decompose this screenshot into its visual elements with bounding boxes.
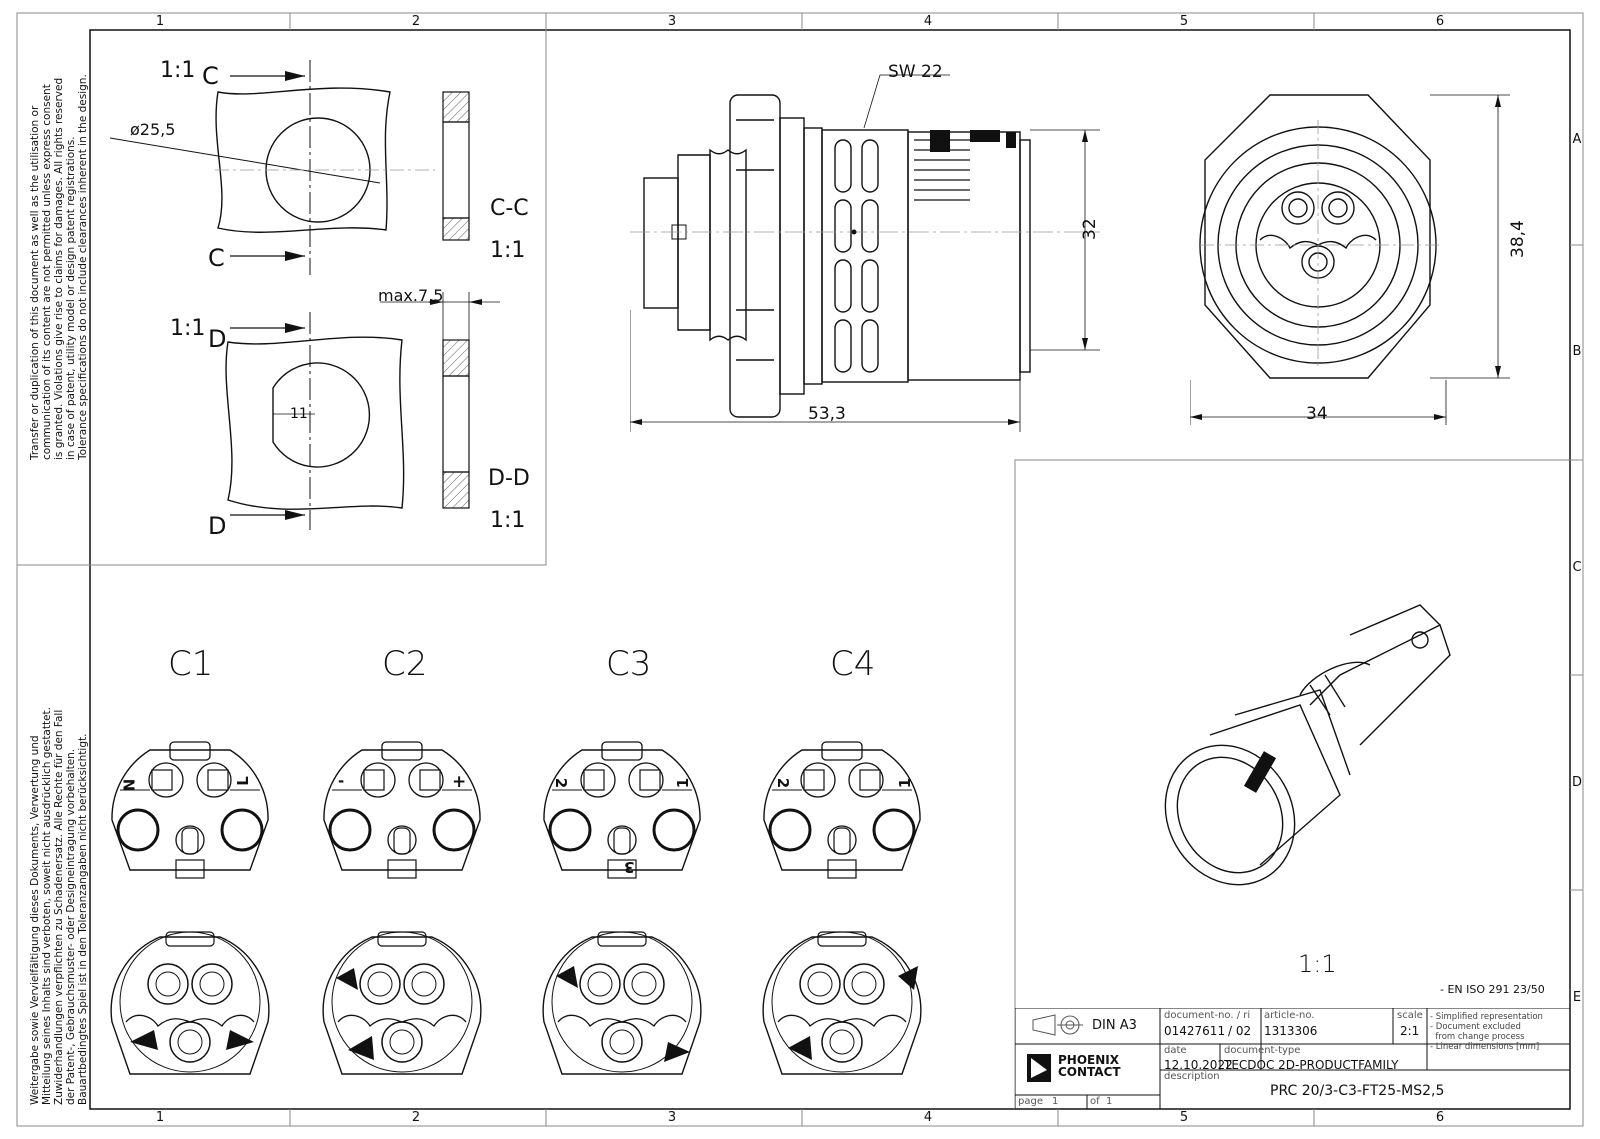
grid-row-d: D [1571,775,1582,790]
grid-row-e: E [1572,990,1582,1005]
c2-pin-left-label: - [338,772,345,790]
c4-pin-left-label: 2 [774,777,793,789]
paper-format: DIN A3 [1092,1018,1137,1033]
side-length-dimension: 53,3 [808,404,846,424]
article-no-label: article-no. [1264,1010,1315,1021]
grid-col-5-bottom: 5 [1179,1110,1189,1125]
section-d-scale: 1:1 [170,316,206,341]
legal-notice-en: Transfer or duplication of this document… [29,74,89,460]
page-value: 1 [1052,1096,1059,1107]
date-label: date [1164,1045,1187,1056]
document-no-label: document-no. / ri [1164,1010,1251,1021]
grid-row-a: A [1572,132,1582,147]
document-type-value: TECDOC 2D-PRODUCTFAMILY [1224,1058,1399,1072]
side-height-dimension: 32 [1080,218,1100,240]
document-revision: / 02 [1228,1024,1252,1038]
document-no: 01427611 [1164,1024,1226,1038]
front-width-dimension: 34 [1306,404,1328,424]
document-type-label: document-type [1224,1045,1301,1056]
c3-pin-right-label: 1 [674,777,693,789]
c3-pin-bottom-label: 3 [624,858,635,876]
coding-c2-title: C2 [382,644,428,684]
page-label: page [1018,1096,1043,1107]
c1-pin-left-label: N [119,778,138,792]
wrench-size-dimension: SW 22 [888,62,943,82]
diameter-dimension: ø25,5 [130,120,176,139]
projection-symbol-icon [1032,1014,1083,1036]
coding-c4-title: C4 [830,644,876,684]
grid-col-2-top: 2 [411,14,421,29]
section-c-scale: 1:1 [160,58,196,83]
company-logo-line1: PHOENIX [1058,1053,1119,1067]
section-c-label: C-C [490,196,529,221]
c2-pin-right-label: + [452,772,467,792]
company-logo-line2: CONTACT [1058,1065,1121,1079]
tolerance-standard: - EN ISO 291 23/50 [1440,983,1545,996]
c1-pin-right-label: L [233,776,252,786]
phoenix-logo-icon [1027,1054,1051,1082]
date-value: 12.10.2022 [1164,1058,1233,1072]
grid-col-5-top: 5 [1179,14,1189,29]
flat-dimension: 11 [290,406,308,422]
max-thickness-dimension: max.7,5 [378,286,444,305]
title-block [1015,1008,1570,1109]
description-label: description [1164,1071,1220,1082]
front-view-drawing [1190,94,1510,425]
legal-notice-de: Weitergabe sowie Vervielfältigung dieses… [29,706,89,1105]
grid-col-1-bottom: 1 [155,1110,165,1125]
front-height-dimension: 38,4 [1508,220,1528,258]
description-value: PRC 20/3-C3-FT25-MS2,5 [1270,1083,1445,1099]
section-c-letter-top: C [202,62,219,90]
grid-col-3-top: 3 [667,14,677,29]
section-c-view-scale: 1:1 [490,238,526,263]
coding-c3-title: C3 [606,644,652,684]
side-view-drawing [630,74,1100,432]
section-d-view-scale: 1:1 [490,508,526,533]
c4-pin-right-label: 1 [896,777,915,789]
grid-col-4-bottom: 4 [923,1110,933,1125]
of-value: 1 [1106,1096,1113,1107]
of-label: of [1090,1096,1100,1107]
section-c-letter-bottom: C [208,244,225,272]
grid-col-4-top: 4 [923,14,933,29]
section-d-letter-bottom: D [208,512,227,540]
drawing-notes: - Simplified representation - Document e… [1430,1012,1543,1052]
article-no: 1313306 [1264,1024,1318,1038]
isometric-connector-view [1164,604,1451,886]
grid-row-b: B [1572,344,1582,359]
scale-label: scale [1397,1010,1423,1021]
iso-view-scale: 1:1 [1298,950,1337,978]
section-d-letter-top: D [208,325,227,353]
section-views [109,60,500,530]
grid-col-3-bottom: 3 [667,1110,677,1125]
grid-col-2-bottom: 2 [411,1110,421,1125]
section-d-label: D-D [488,466,530,491]
scale-value: 2:1 [1400,1024,1420,1038]
grid-col-6-top: 6 [1435,14,1445,29]
coding-face-views [110,740,922,1075]
grid-col-1-top: 1 [155,14,165,29]
coding-c1-title: C1 [168,644,214,684]
grid-row-c: C [1572,560,1582,575]
c3-pin-left-label: 2 [552,777,571,789]
grid-col-6-bottom: 6 [1435,1110,1445,1125]
